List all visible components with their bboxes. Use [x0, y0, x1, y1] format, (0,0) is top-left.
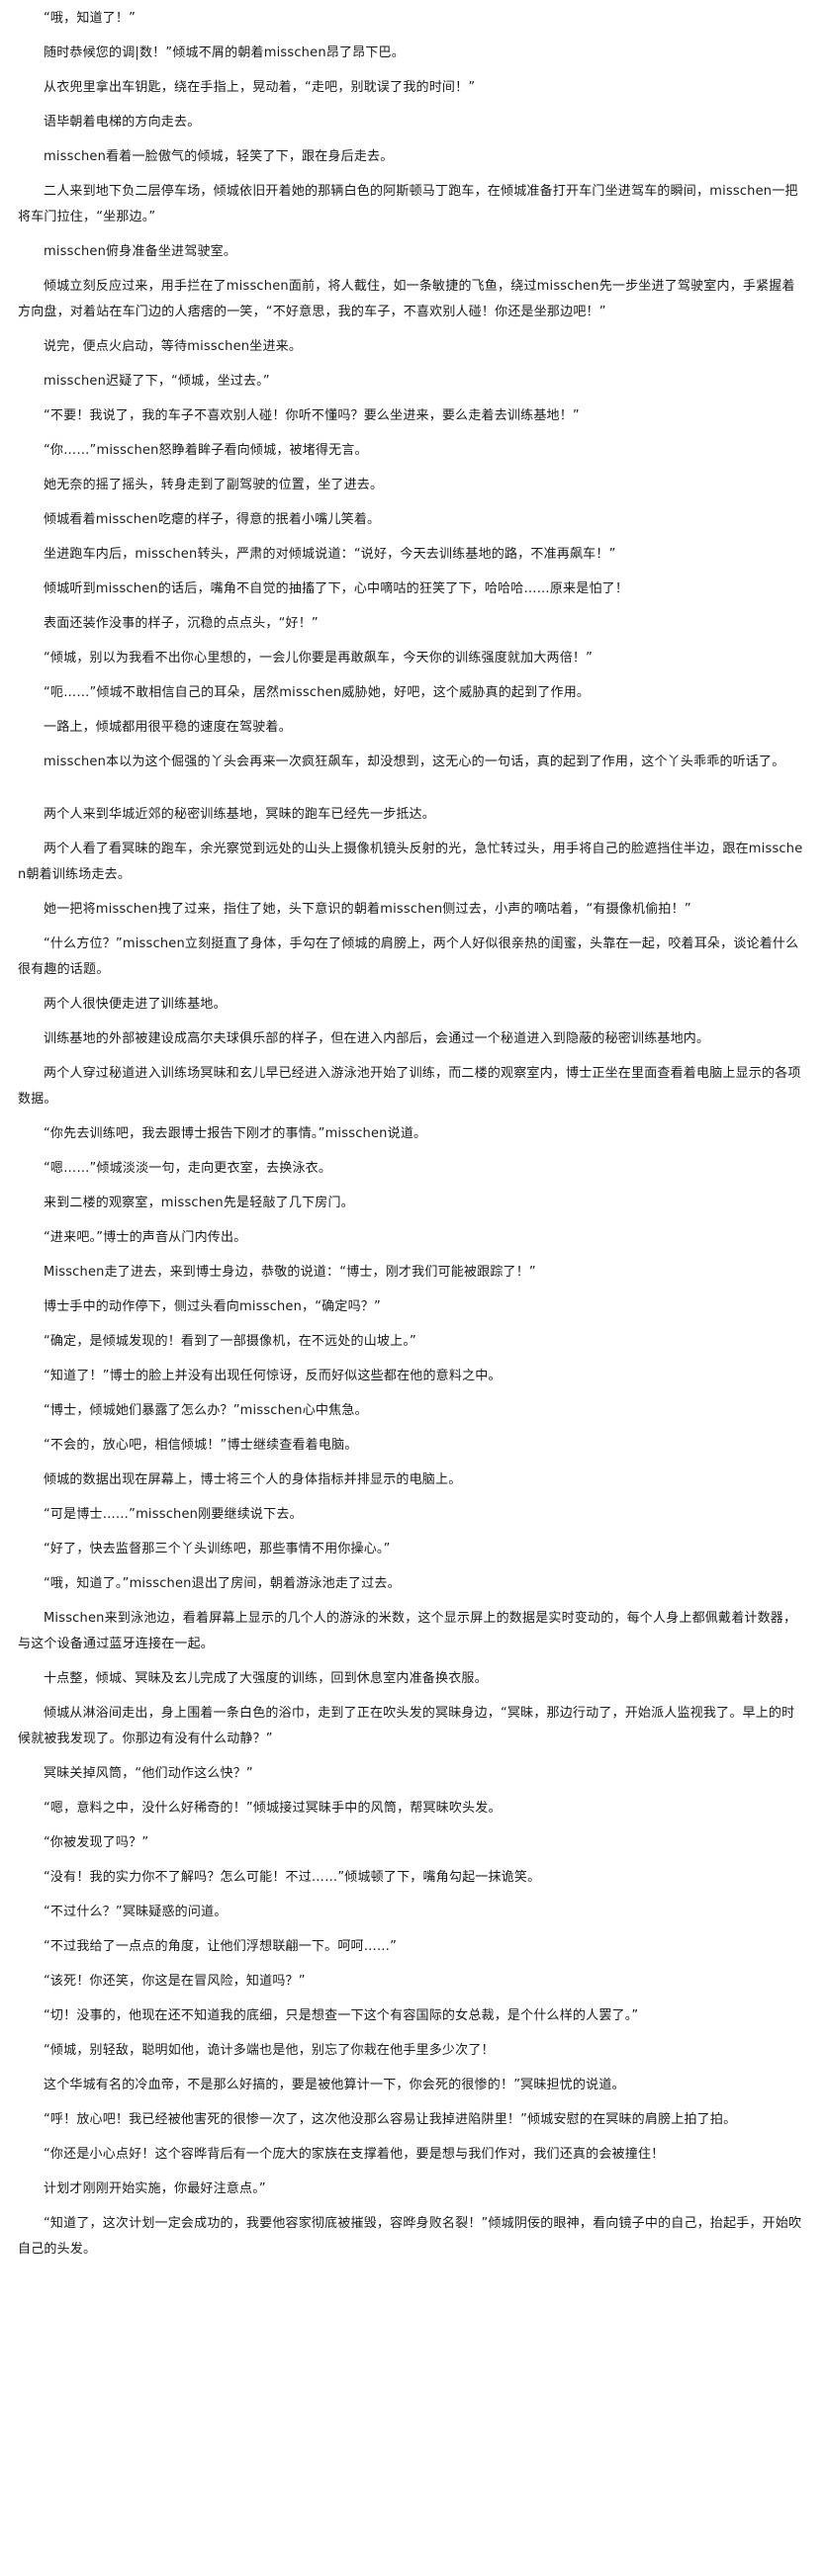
paragraph: “呼！放心吧！我已经被他害死的很惨一次了，这次他没那么容易让我掉进陷阱里！”倾城… [44, 2112, 737, 2127]
paragraph: “不要！我说了，我的车子不喜欢别人碰！你听不懂吗？要么坐进来，要么走着去训练基地… [44, 408, 580, 423]
paragraph: “好了，快去监督那三个丫头训练吧，那些事情不用你操心。” [44, 1542, 391, 1556]
paragraph: 倾城立刻反应过来，用手拦在了misschen面前，将人截住，如一条敏捷的飞鱼，绕… [18, 279, 795, 319]
paragraph: 来到二楼的观察室，misschen先是轻敲了几下房门。 [44, 1196, 354, 1210]
paragraph: “嗯……”倾城淡淡一句，走向更衣室，去换泳衣。 [44, 1161, 332, 1176]
paragraph: 从衣兜里拿出车钥匙，绕在手指上，晃动着，“走吧，别耽误了我的时间！” [44, 80, 476, 95]
paragraph: “哦，知道了！” [44, 11, 137, 26]
paragraph: 计划才刚刚开始实施，你最好注意点。” [44, 2181, 266, 2196]
paragraph: 冥昧关掉风筒，“他们动作这么快？” [44, 1766, 253, 1781]
paragraph: 两个人穿过秘道进入训练场冥昧和玄儿早已经进入游泳池开始了训练，而二楼的观察室内，… [18, 1066, 801, 1107]
paragraph: “倾城，别以为我看不出你心里想的，一会儿你要是再敢飙车，今天你的训练强度就加大两… [44, 651, 594, 666]
paragraph: “呃……”倾城不敢相信自己的耳朵，居然misschen威胁她，好吧，这个威胁真的… [44, 685, 591, 700]
paragraph: 二人来到地下负二层停车场，倾城依旧开着她的那辆白色的阿斯顿马丁跑车，在倾城准备打… [18, 184, 798, 224]
section-break [18, 784, 806, 802]
paragraph: misschen看着一脸傲气的倾城，轻笑了下，跟在身后走去。 [44, 149, 394, 164]
paragraph: “不会的，放心吧，相信倾城！”博士继续查看着电脑。 [44, 1438, 358, 1453]
paragraph: 训练基地的外部被建设成高尔夫球俱乐部的样子，但在进入内部后，会通过一个秘道进入到… [44, 1031, 710, 1046]
paragraph: “不过我给了一点点的角度，让他们浮想联翩一下。呵呵……” [44, 1939, 398, 1954]
paragraph: “你……”misschen怒睁着眸子看向倾城，被堵得无言。 [44, 443, 368, 458]
paragraph: 两个人很快便走进了训练基地。 [44, 997, 227, 1012]
paragraph: misschen本以为这个倔强的丫头会再来一次疯狂飙车，却没想到，这无心的一句话… [44, 755, 785, 769]
paragraph: 博士手中的动作停下，侧过头看向misschen，“确定吗？” [44, 1299, 381, 1314]
paragraph: “博士，倾城她们暴露了怎么办？”misschen心中焦急。 [44, 1403, 368, 1418]
paragraph: Misschen走了进去，来到博士身边，恭敬的说道：“博士，刚才我们可能被跟踪了… [44, 1265, 536, 1280]
paragraph: misschen俯身准备坐进驾驶室。 [44, 244, 237, 259]
paragraph: “确定，是倾城发现的！看到了一部摄像机，在不远处的山坡上。” [44, 1334, 416, 1349]
paragraph: “可是博士……”misschen刚要继续说下去。 [44, 1507, 303, 1522]
paragraph: 她无奈的摇了摇头，转身走到了副驾驶的位置，坐了进去。 [44, 478, 384, 492]
paragraph: 语毕朝着电梯的方向走去。 [44, 115, 201, 130]
paragraph: “什么方位？”misschen立刻挺直了身体，手勾在了倾城的肩膀上，两个人好似很… [18, 936, 799, 977]
paragraph: “该死！你还笑，你这是在冒风险，知道吗？” [44, 1974, 306, 1989]
paragraph: “你还是小心点好！这个容晔背后有一个庞大的家族在支撑着他，要是想与我们作对，我们… [44, 2147, 665, 2162]
paragraph: “进来吧。”博士的声音从门内传出。 [44, 1230, 247, 1245]
paragraph: 倾城听到misschen的话后，嘴角不自觉的抽搐了下，心中嘀咕的狂笑了下，哈哈哈… [44, 581, 629, 596]
paragraph: “倾城，别轻敌，聪明如他，诡计多端也是他，别忘了你栽在他手里多少次了！ [44, 2043, 495, 2058]
paragraph: 一路上，倾城都用很平稳的速度在驾驶着。 [44, 720, 292, 735]
paragraph: “不过什么？”冥昧疑惑的问道。 [44, 1905, 228, 1919]
paragraph: 倾城的数据出现在屏幕上，博士将三个人的身体指标并排显示的电脑上。 [44, 1472, 462, 1487]
paragraph: 随时恭候您的调|数！”倾城不屑的朝着misschen昂了昂下巴。 [44, 45, 405, 60]
paragraph: “你先去训练吧，我去跟博士报告下刚才的事情。”misschen说道。 [44, 1126, 427, 1141]
paragraph: Misschen来到泳池边，看着屏幕上显示的几个人的游泳的米数，这个显示屏上的数… [18, 1611, 797, 1651]
paragraph: 十点整，倾城、冥昧及玄儿完成了大强度的训练，回到休息室内准备换衣服。 [44, 1671, 488, 1686]
paragraph: 说完，便点火启动，等待misschen坐进来。 [44, 339, 303, 354]
paragraph: “知道了，这次计划一定会成功的，我要他容家彻底被摧毁，容晔身败名裂！”倾城阴佞的… [18, 2216, 802, 2257]
paragraph: 倾城看着misschen吃瘪的样子，得意的抿着小嘴儿笑着。 [44, 512, 381, 527]
paragraph: misschen迟疑了下，“倾城，坐过去。” [44, 374, 270, 389]
paragraph: “哦，知道了。”misschen退出了房间，朝着游泳池走了过去。 [44, 1576, 401, 1591]
paragraph: 倾城从淋浴间走出，身上围着一条白色的浴巾，走到了正在吹头发的冥昧身边，“冥昧，那… [18, 1706, 795, 1746]
paragraph: 表面还装作没事的样子，沉稳的点点头，“好！” [44, 616, 319, 631]
paragraph: “你被发现了吗？” [44, 1835, 149, 1850]
paragraph: “知道了！”博士的脸上并没有出现任何惊讶，反而好似这些都在他的意料之中。 [44, 1369, 502, 1383]
paragraph: 两个人来到华城近郊的秘密训练基地，冥昧的跑车已经先一步抵达。 [44, 807, 436, 822]
paragraph: 这个华城有名的冷血帝，不是那么好搞的，要是被他算计一下，你会死的很惨的！”冥昧担… [44, 2078, 625, 2092]
paragraph: 坐进跑车内后，misschen转头，严肃的对倾城说道：“说好，今天去训练基地的路… [44, 547, 616, 562]
paragraph: 两个人看了看冥昧的跑车，余光察觉到远处的山头上摄像机镜头反射的光，急忙转过头，用… [18, 842, 803, 882]
paragraph: “没有！我的实力你不了解吗？怎么可能！不过……”倾城顿了下，嘴角勾起一抹诡笑。 [44, 1870, 541, 1885]
paragraph: “嗯，意料之中，没什么好稀奇的！”倾城接过冥昧手中的风筒，帮冥昧吹头发。 [44, 1801, 502, 1816]
paragraph: 她一把将misschen拽了过来，指住了她，头下意识的朝着misschen侧过去… [44, 902, 691, 917]
paragraph: “切！没事的，他现在还不知道我的底细，只是想查一下这个有容国际的女总裁，是个什么… [44, 2008, 639, 2023]
